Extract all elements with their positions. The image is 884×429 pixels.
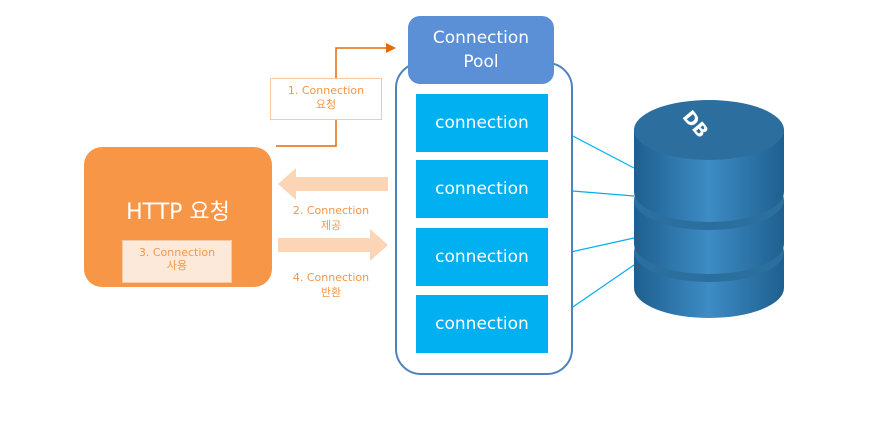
return-arrow	[278, 229, 388, 261]
pool-connection-2: connection	[416, 160, 548, 218]
connection-provide-label: 2. Connection 제공	[292, 204, 370, 232]
http-request-title: HTTP 요청	[126, 200, 230, 225]
provide-arrow	[278, 168, 388, 200]
connection-pool-label: Connection Pool	[432, 28, 530, 72]
connection-return-label: 4. Connection 반환	[292, 271, 370, 299]
pool-connection-3: connection	[416, 228, 548, 286]
request-arrowhead	[386, 43, 396, 53]
connection-use-label: 3. Connection 사용	[138, 246, 216, 272]
connection-request-box	[270, 78, 382, 120]
database-icon	[634, 100, 784, 318]
pool-connection-1: connection	[416, 94, 548, 152]
connection-pool-header	[408, 16, 554, 84]
connection-use-box	[122, 240, 232, 283]
connection-request-label: 1. Connection 요청	[287, 84, 365, 111]
pool-connection-4: connection	[416, 295, 548, 353]
